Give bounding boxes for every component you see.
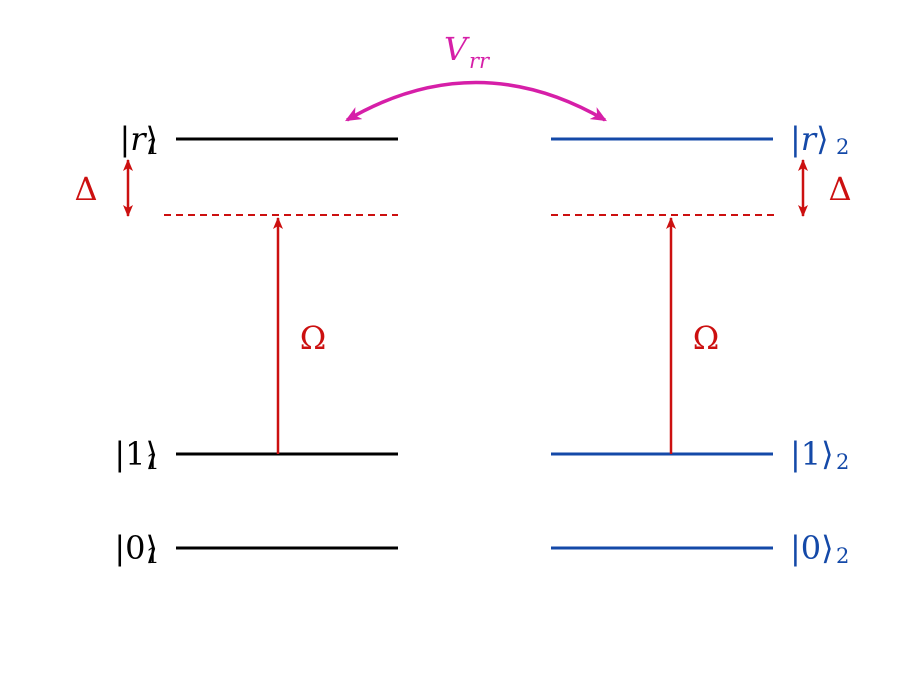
svg-text:|0⟩: |0⟩ <box>790 529 834 567</box>
svg-text:2: 2 <box>836 544 849 568</box>
atom1-rabi-label: Ω <box>300 319 327 357</box>
svg-text:1: 1 <box>146 544 159 568</box>
atom2-detuning-label: Δ <box>828 170 851 208</box>
atom2-level-0-label: |0⟩ 2 <box>790 529 849 568</box>
interaction-label: V rr <box>444 30 491 73</box>
svg-text:1: 1 <box>146 450 159 474</box>
svg-text:2: 2 <box>836 135 849 159</box>
atom2-rabi-label: Ω <box>693 319 720 357</box>
atom2-level-r-label: |r⟩ 2 <box>790 120 849 159</box>
atom1-detuning-label: Δ <box>74 170 97 208</box>
interaction-arrow <box>345 80 607 122</box>
svg-text:|0⟩: |0⟩ <box>114 529 158 567</box>
svg-text:|r⟩: |r⟩ <box>790 120 829 158</box>
atom2-level-1-label: |1⟩ 2 <box>790 435 849 474</box>
svg-text:V: V <box>444 30 470 68</box>
svg-text:|1⟩: |1⟩ <box>790 435 834 473</box>
svg-text:|1⟩: |1⟩ <box>114 435 158 473</box>
atom1-level-1-label: |1⟩ 1 <box>114 435 159 474</box>
atom1-level-r-label: |r⟩ 1 <box>119 120 159 159</box>
svg-text:1: 1 <box>146 135 159 159</box>
svg-text:|r⟩: |r⟩ <box>119 120 158 158</box>
svg-text:2: 2 <box>836 450 849 474</box>
atom1-level-0-label: |0⟩ 1 <box>114 529 159 568</box>
svg-text:rr: rr <box>469 49 491 73</box>
